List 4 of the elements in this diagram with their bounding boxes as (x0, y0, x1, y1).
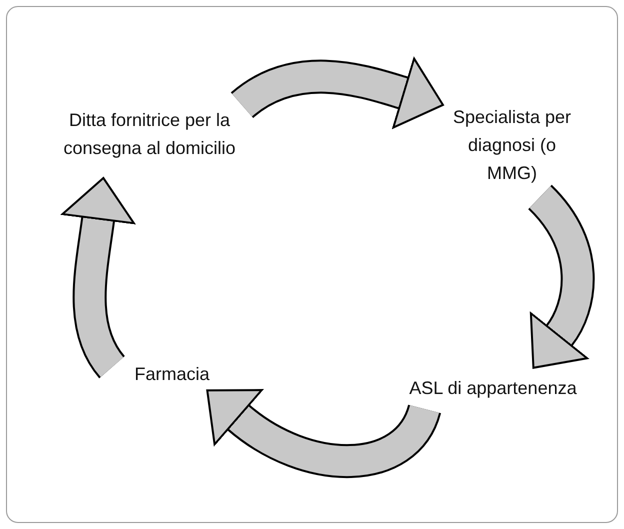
node-label: ASL di appartenenza (409, 377, 577, 400)
node-label: Specialista per diagnosi (o MMG) (452, 106, 572, 185)
node-label: Farmacia (134, 363, 210, 386)
node-label: Ditta fornitrice per la consegna al domicilio (62, 109, 237, 160)
